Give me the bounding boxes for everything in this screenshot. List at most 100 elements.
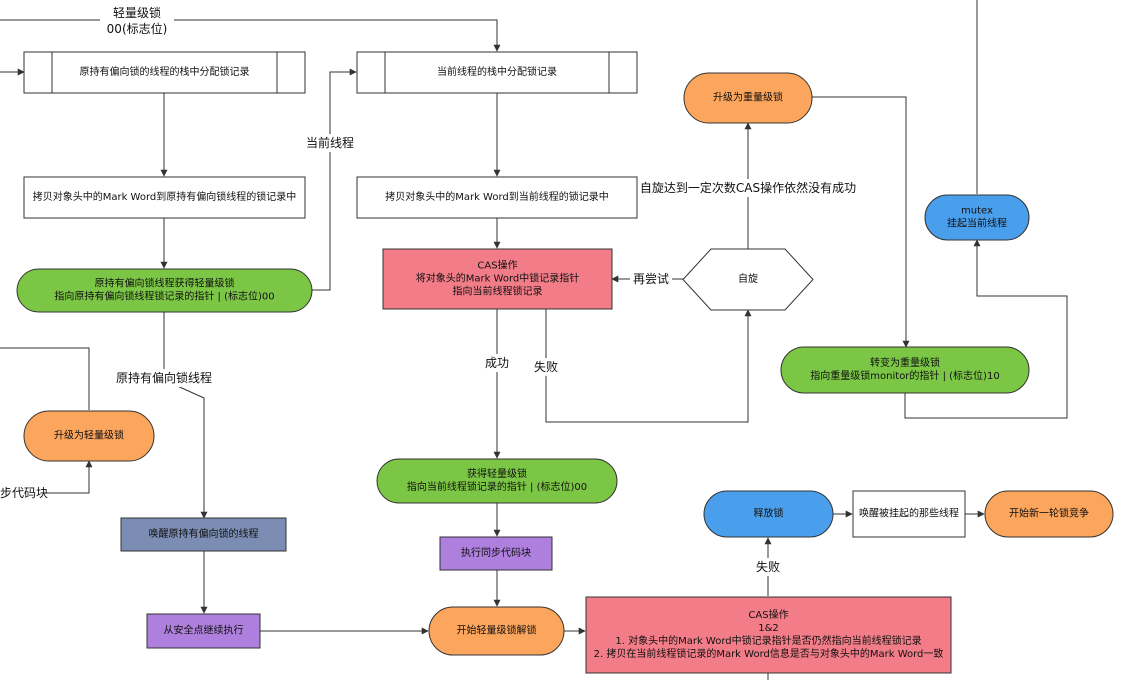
node-alloc-biased: 原持有偏向锁的线程的栈中分配锁记录	[23, 51, 306, 94]
node-exec-sync-shape	[439, 536, 553, 571]
node-alloc-current-text-line-1: 当前线程的栈中分配锁记录	[437, 65, 557, 78]
label-bg-lightweight-top	[100, 4, 174, 38]
edge-biased-thread-down	[163, 312, 208, 519]
label-bg-spin-until	[640, 179, 856, 197]
node-new-round-shape	[984, 490, 1114, 538]
label-retry-line-1: 再尝试	[633, 271, 669, 286]
label-spin-until-line-1: 自旋达到一定次数CAS操作依然没有成功	[640, 180, 856, 195]
edge-biased-gets-to-alloc-current	[312, 68, 357, 291]
node-upgrade-heavy: 升级为重量级锁	[683, 72, 813, 124]
label-fail-cas1: 失败	[534, 359, 558, 374]
label-lightweight-top-line-1: 轻量级锁	[113, 5, 161, 20]
node-new-round-text-line-1: 开始新一轮锁竞争	[1009, 507, 1089, 520]
node-spin-shape	[682, 248, 814, 311]
node-alloc-biased-text-line-1: 原持有偏向锁的线程的栈中分配锁记录	[80, 65, 250, 78]
label-bg-retry	[630, 270, 672, 288]
node-wake-suspended: 唤醒被挂起的那些线程	[852, 490, 966, 538]
label-bg-biased-thread	[112, 369, 216, 387]
node-wake-biased-text-line-1: 唤醒原持有偏向锁的线程	[149, 527, 259, 540]
node-sync-block-cut-text: 步代码块	[0, 486, 48, 500]
node-wake-suspended-shape	[852, 490, 966, 538]
label-spin-until: 自旋达到一定次数CAS操作依然没有成功	[640, 180, 856, 195]
node-release-shape	[703, 490, 834, 538]
node-new-round: 开始新一轮锁竞争	[984, 490, 1114, 538]
node-copy-current-shape	[356, 176, 638, 219]
label-bg-fail-cas1	[531, 358, 561, 376]
node-spin: 自旋	[682, 248, 814, 311]
edge-cas1-fail-to-spin	[545, 309, 752, 423]
label-current-thread-line-1: 当前线程	[306, 135, 354, 150]
node-copy-biased-text-line-1: 拷贝对象头中的Mark Word到原持有偏向锁线程的锁记录中	[33, 190, 297, 203]
node-release: 释放锁	[703, 490, 834, 538]
node-cas1-text-line-1: CAS操作	[477, 259, 517, 272]
node-exec-sync: 执行同步代码块	[439, 536, 553, 571]
node-wake-biased: 唤醒原持有偏向锁的线程	[120, 517, 287, 552]
node-spin-text-line-1: 自旋	[738, 272, 758, 285]
node-cas1-text-line-2: 将对象头的Mark Word中锁记录指针	[416, 272, 580, 285]
node-biased-gets-lock-shape	[16, 268, 313, 313]
node-gets-light-text-line-2: 指向当前线程锁记录的指针 | (标志位)00	[407, 480, 587, 493]
node-biased-gets-lock-text-line-1: 原持有偏向锁线程获得轻量级锁	[95, 277, 235, 290]
node-upgrade-light-shape	[23, 410, 155, 462]
node-continue-safepoint-text-line-1: 从安全点继续执行	[164, 624, 244, 637]
node-become-heavy-text-line-2: 指向重量级锁monitor的指针 | (标志位)10	[810, 369, 999, 382]
node-gets-light-shape	[376, 458, 618, 504]
node-continue-safepoint-shape	[146, 613, 261, 649]
node-copy-current: 拷贝对象头中的Mark Word到当前线程的锁记录中	[356, 176, 638, 219]
node-cas1-shape	[382, 248, 613, 310]
node-copy-current-text-line-1: 拷贝对象头中的Mark Word到当前线程的锁记录中	[385, 190, 609, 203]
node-exec-sync-text-line-1: 执行同步代码块	[461, 546, 531, 559]
edge-upgrade-heavy-to-become	[812, 96, 910, 348]
node-start-unlock-text-line-1: 开始轻量级锁解锁	[457, 624, 537, 637]
node-copy-biased: 拷贝对象头中的Mark Word到原持有偏向锁线程的锁记录中	[23, 176, 306, 219]
edge-sync-to-upgrade-light	[44, 460, 93, 494]
node-mutex-text-line-2: 挂起当前线程	[947, 217, 1007, 230]
node-cas2-shape	[585, 596, 952, 674]
node-upgrade-heavy-shape	[683, 72, 813, 124]
label-bg-fail-cas2	[753, 558, 783, 576]
node-alloc-biased-shape	[23, 51, 306, 94]
node-wake-biased-shape	[120, 517, 287, 552]
label-success: 成功	[485, 356, 509, 370]
node-alloc-current: 当前线程的栈中分配锁记录	[356, 51, 638, 94]
node-gets-light-text-line-1: 获得轻量级锁	[467, 467, 527, 480]
edge-become-to-mutex	[904, 239, 1068, 419]
edge-left-mid-line	[0, 347, 90, 410]
node-cas2-text-line-1: CAS操作	[748, 608, 788, 621]
label-bg-current-thread	[303, 134, 357, 152]
node-alloc-current-shape	[356, 51, 638, 94]
node-sync-block-cut: 步代码块	[0, 486, 48, 500]
label-lightweight-top-line-2: 00(标志位)	[107, 21, 168, 36]
label-fail-cas2: 失败	[756, 559, 780, 574]
label-retry: 再尝试	[633, 271, 669, 286]
node-upgrade-light-text-line-1: 升级为轻量级锁	[54, 429, 124, 442]
node-start-unlock: 开始轻量级锁解锁	[428, 606, 565, 656]
node-wake-suspended-text-line-1: 唤醒被挂起的那些线程	[859, 507, 959, 520]
node-cas2-text-line-3: 1. 对象头中的Mark Word中锁记录指针是否仍然指向当前线程锁记录	[615, 634, 921, 647]
node-mutex-shape	[924, 194, 1030, 241]
node-upgrade-heavy-text-line-1: 升级为重量级锁	[713, 91, 783, 104]
node-mutex-text-line-1: mutex	[961, 206, 993, 217]
label-bg-success	[482, 354, 512, 372]
node-cas2-text-line-2: 1&2	[758, 623, 779, 634]
label-fail-cas2-line-1: 失败	[756, 559, 780, 574]
node-release-text-line-1: 释放锁	[754, 507, 784, 520]
node-become-heavy-shape	[780, 346, 1030, 394]
node-continue-safepoint: 从安全点继续执行	[146, 613, 261, 649]
label-biased-thread-line-1: 原持有偏向锁线程	[116, 370, 212, 385]
node-upgrade-light: 升级为轻量级锁	[23, 410, 155, 462]
node-become-heavy-text-line-1: 转变为重量级锁	[870, 356, 940, 369]
node-cas2: CAS操作 1&21. 对象头中的Mark Word中锁记录指针是否仍然指向当前线…	[585, 596, 952, 674]
node-copy-biased-shape	[23, 176, 306, 219]
label-current-thread: 当前线程	[306, 135, 354, 150]
node-cas1-text-line-3: 指向当前线程锁记录	[453, 285, 543, 298]
node-start-unlock-shape	[428, 606, 565, 656]
label-fail-cas1-line-1: 失败	[534, 359, 558, 374]
